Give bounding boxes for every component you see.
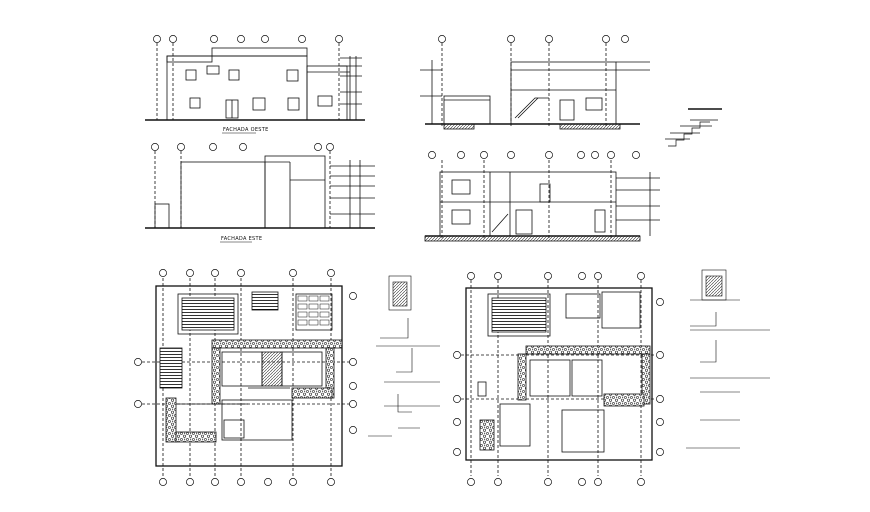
grid-axis-bubble — [602, 35, 610, 43]
grid-axis-markers — [153, 35, 343, 43]
grid-axis-bubble — [211, 269, 219, 277]
grid-axis-bubble — [494, 478, 502, 486]
grid-axis-bubble — [151, 143, 159, 151]
grid-axis-bubble — [349, 400, 357, 408]
grid-axis-bubble — [577, 151, 585, 159]
grid-axis-bubble — [349, 358, 357, 366]
grid-axis-bubble — [237, 35, 245, 43]
grid-axis-bubble — [545, 35, 553, 43]
grid-axis-bubble — [578, 272, 586, 280]
grid-axis-bubble — [314, 143, 322, 151]
grid-axis-bubble — [153, 35, 161, 43]
grid-axis-bubble — [289, 478, 297, 486]
grid-axis-bubble — [507, 35, 515, 43]
grid-axis-bubble — [261, 35, 269, 43]
grid-axis-bubble — [621, 35, 629, 43]
grid-axis-bubble — [186, 269, 194, 277]
grid-axis-bubble — [453, 448, 461, 456]
grid-axis-bubble — [453, 395, 461, 403]
section-longitudinal — [420, 35, 650, 130]
grid-axis-bubble — [544, 478, 552, 486]
section-transversal — [424, 151, 660, 242]
grid-axis-bubble — [453, 351, 461, 359]
parking-grid — [295, 293, 333, 331]
grid-axis-bubble — [494, 272, 502, 280]
elevation-west-caption: FACHADA OESTE — [223, 127, 269, 133]
grid-axis-bubble — [211, 478, 219, 486]
parking-cell — [297, 295, 308, 302]
grid-axis-bubble — [591, 151, 599, 159]
grid-axis-bubble — [467, 478, 475, 486]
floor-plan-ground — [134, 269, 357, 486]
grid-axis-bubble — [209, 143, 217, 151]
grid-axis-bubble — [169, 35, 177, 43]
grid-axis-bubble — [349, 426, 357, 434]
grid-axis-bubble — [578, 478, 586, 486]
grid-axis-bubble — [637, 478, 645, 486]
parking-cell — [308, 311, 319, 318]
grid-axis-bubble — [327, 269, 335, 277]
grid-axis-bubble — [159, 478, 167, 486]
grid-axis-bubble — [656, 298, 664, 306]
grid-axis-bubble — [438, 35, 446, 43]
grid-axis-bubble — [656, 418, 664, 426]
grid-axis-bubble — [349, 382, 357, 390]
grid-axis-bubble — [457, 151, 465, 159]
parking-cell — [319, 311, 330, 318]
grid-axis-bubble — [545, 151, 553, 159]
grid-axis-bubble — [453, 418, 461, 426]
grid-axis-bubble — [594, 478, 602, 486]
parking-cell — [308, 295, 319, 302]
grid-axis-bubble — [186, 478, 194, 486]
grid-axis-bubble — [632, 151, 640, 159]
grid-axis-bubble — [298, 35, 306, 43]
parking-cell — [297, 303, 308, 310]
grid-axis-bubble — [467, 272, 475, 280]
grid-axis-bubble — [507, 151, 515, 159]
grid-axis-bubble — [237, 478, 245, 486]
grid-axis-bubble — [289, 269, 297, 277]
grid-axis-bubble — [239, 143, 247, 151]
grid-axis-bubble — [428, 151, 436, 159]
grid-axis-bubble — [544, 272, 552, 280]
parking-cell — [308, 319, 319, 326]
grid-axis-bubble — [594, 272, 602, 280]
elevation-east-caption: FACHADA ESTE — [221, 236, 262, 242]
elevation-east — [145, 143, 375, 229]
grid-axis-bubble — [480, 151, 488, 159]
grid-axis-bubble — [177, 143, 185, 151]
grid-axis-bubble — [326, 143, 334, 151]
grid-axis-bubble — [335, 35, 343, 43]
stair-detail — [665, 108, 722, 147]
grid-axis-bubble — [607, 151, 615, 159]
grid-axis-bubble — [159, 269, 167, 277]
parking-cell — [297, 311, 308, 318]
grid-axis-bubble — [656, 448, 664, 456]
parking-cell — [319, 303, 330, 310]
grid-axis-bubble — [637, 272, 645, 280]
parking-cell — [319, 319, 330, 326]
legend-block-left — [368, 275, 440, 437]
grid-axis-bubble — [349, 292, 357, 300]
parking-cell — [308, 303, 319, 310]
parking-cell — [297, 319, 308, 326]
grid-axis-bubble — [656, 395, 664, 403]
elevation-west — [145, 35, 365, 121]
grid-axis-bubble — [237, 269, 245, 277]
parking-cell — [319, 295, 330, 302]
grid-axis-bubble — [210, 35, 218, 43]
grid-axis-bubble — [134, 400, 142, 408]
grid-axis-bubble — [656, 351, 664, 359]
grid-axis-bubble — [327, 478, 335, 486]
floor-plan-upper — [453, 272, 664, 486]
legend-block-right — [686, 269, 770, 449]
grid-axis-bubble — [264, 478, 272, 486]
grid-axis-bubble — [134, 358, 142, 366]
